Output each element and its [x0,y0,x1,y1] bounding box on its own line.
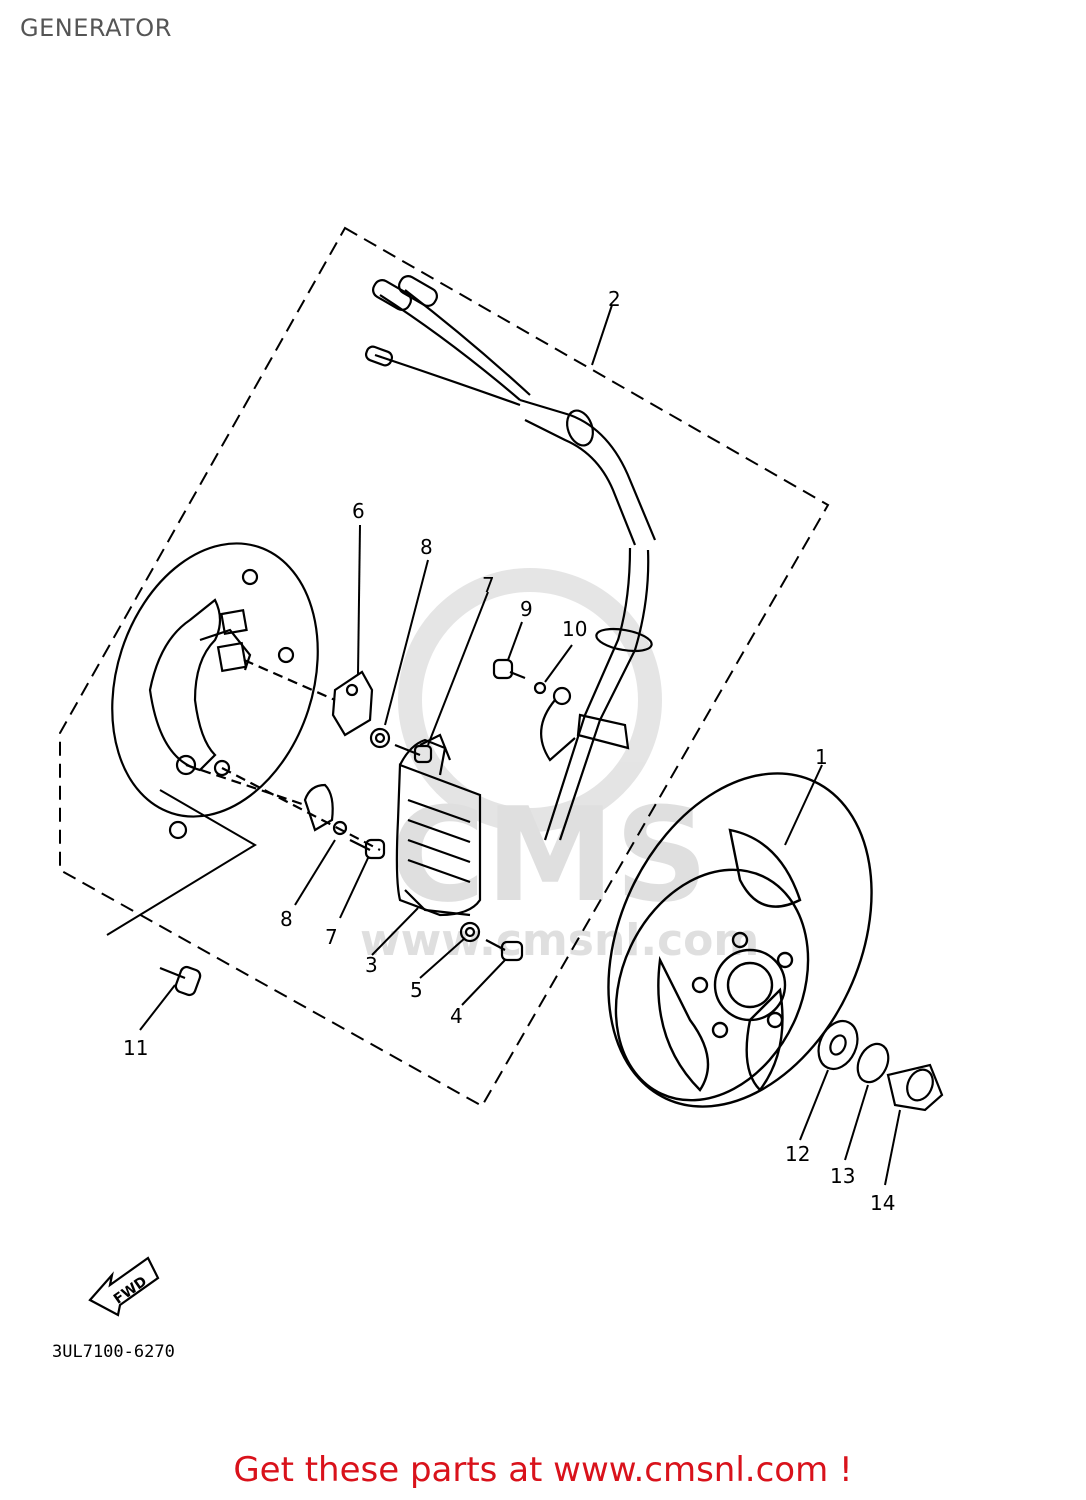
generator-exploded-diagram: CMS www.cmsnl.com [52,226,944,1362]
callout-7-upper: 7 [482,573,495,597]
callout-3: 3 [365,953,378,977]
reference-code: 3UL7100-6270 [52,1342,175,1362]
callout-8-lower: 8 [280,907,293,931]
callout-12: 12 [785,1142,810,1166]
callout-1: 1 [815,745,828,769]
promo-link[interactable]: Get these parts at www.cmsnl.com ! [233,1450,853,1490]
callout-labels: 1 2 3 4 5 6 7 7 8 8 9 10 11 12 13 14 [123,287,895,1215]
fwd-arrow-icon: FWD [88,1256,160,1317]
callout-8-upper: 8 [420,535,433,559]
callout-2: 2 [608,287,621,311]
callout-13: 13 [830,1164,855,1188]
callout-7-lower: 7 [325,925,338,949]
fasteners [159,658,547,997]
wire-clamp [185,763,381,851]
page-title: GENERATOR [20,14,172,42]
callout-5: 5 [410,978,423,1002]
callout-9: 9 [520,597,533,621]
watermark-url: www.cmsnl.com [360,915,759,966]
charging-coil [395,733,482,917]
wire-harness [364,275,657,841]
callout-6: 6 [352,499,365,523]
callout-11: 11 [123,1036,148,1060]
stator-base-plate [111,542,319,840]
callout-4: 4 [450,1004,463,1028]
fwd-label: FWD [111,1274,150,1308]
pickup-coil [243,658,374,737]
callout-14: 14 [870,1191,895,1215]
watermark-logo: CMS [390,779,708,931]
flywheel-nut-set [817,1019,944,1112]
callout-10: 10 [562,617,587,641]
stator-assembly-boundary [59,226,830,1108]
leader-lines [106,304,901,1186]
